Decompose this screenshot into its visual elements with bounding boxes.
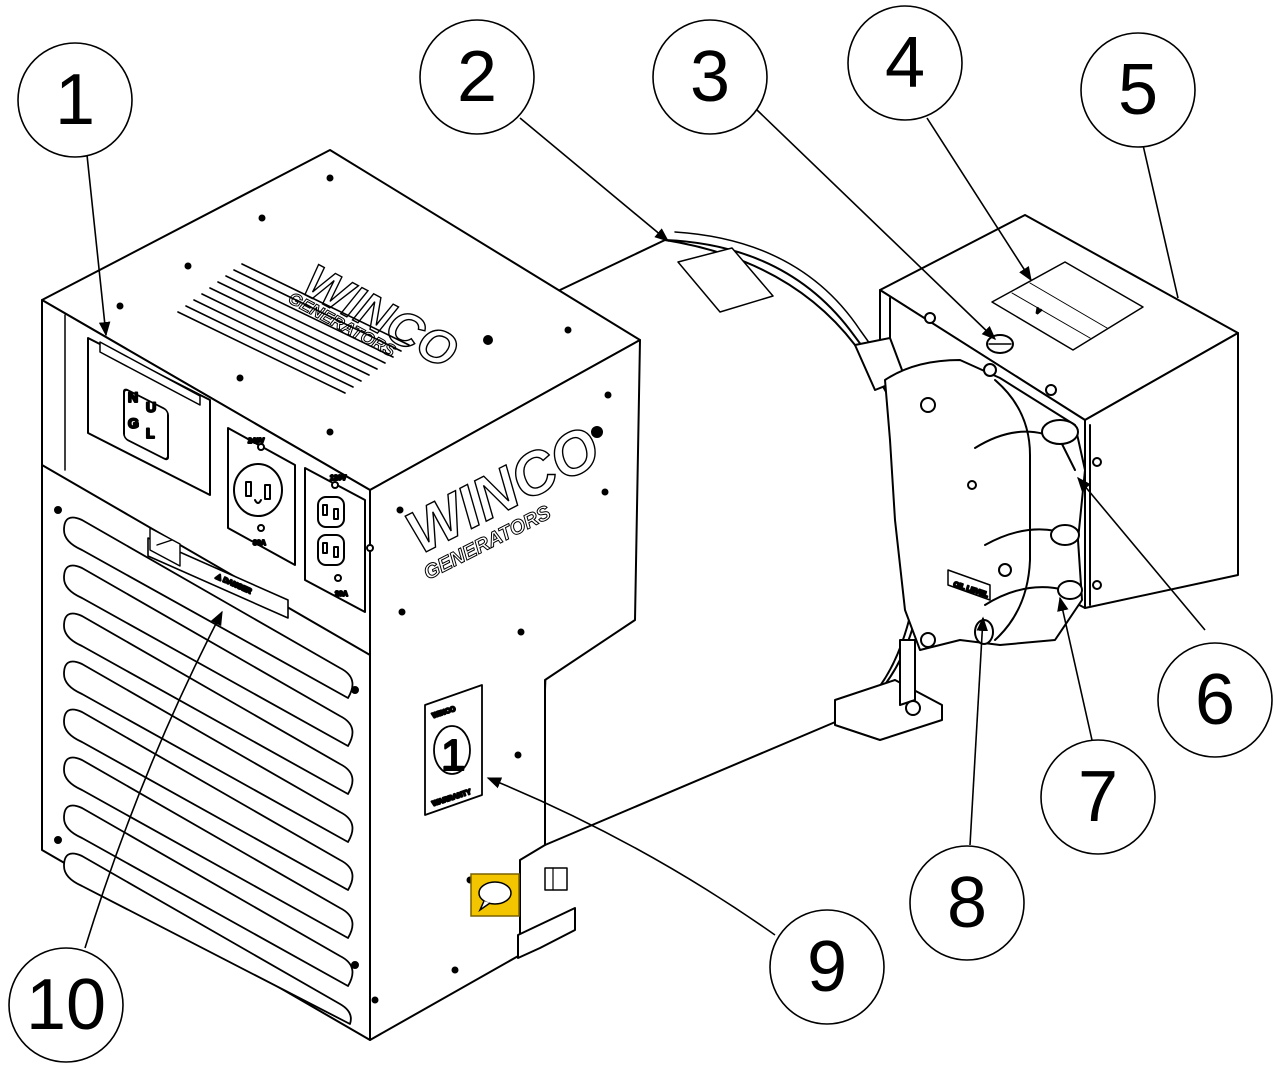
- control-box: N U G L 240V 30A 120V 20A: [41, 149, 641, 1041]
- svg-text:6: 6: [1195, 660, 1235, 740]
- leader-line-10: [84, 610, 223, 949]
- svg-text:4: 4: [885, 23, 925, 103]
- svg-text:8: 8: [947, 863, 987, 943]
- leader-line-2: [519, 117, 670, 242]
- svg-text:30A: 30A: [253, 540, 266, 547]
- callout-3: 3: [652, 19, 768, 135]
- oil-level-label: [947, 569, 991, 601]
- svg-text:N: N: [128, 389, 138, 405]
- end-bell-housing: OIL LEVEL: [884, 359, 1086, 651]
- oil-fill-plug: [974, 619, 994, 645]
- svg-text:7: 7: [1078, 757, 1118, 837]
- danger-decal: [147, 537, 289, 619]
- svg-text:1: 1: [55, 60, 95, 140]
- leader-line-3: [756, 109, 997, 340]
- callout-10: 10: [8, 947, 124, 1063]
- leader-line-8: [969, 616, 989, 846]
- speech-bubble-icon[interactable]: [470, 873, 520, 917]
- voltage-switch: [123, 388, 169, 461]
- svg-text:1: 1: [441, 731, 465, 780]
- exciter-decal: [991, 261, 1144, 351]
- svg-text:L: L: [146, 425, 155, 441]
- svg-text:240V: 240V: [248, 438, 265, 445]
- svg-text:10: 10: [26, 965, 106, 1045]
- leader-line-9: [486, 777, 776, 936]
- leader-line-1: [86, 154, 111, 337]
- svg-text:9: 9: [807, 927, 847, 1007]
- svg-text:120V: 120V: [330, 475, 347, 482]
- svg-text:U: U: [146, 399, 156, 415]
- callout-8: 8: [909, 845, 1025, 961]
- svg-text:2: 2: [457, 37, 497, 117]
- callout-2: 2: [419, 19, 535, 135]
- callout-7: 7: [1040, 739, 1156, 855]
- callout-9: 9: [769, 909, 885, 1025]
- callout-6: 6: [1157, 642, 1273, 758]
- callout-1: 1: [17, 42, 133, 158]
- svg-text:5: 5: [1118, 50, 1158, 130]
- callout-5: 5: [1080, 32, 1196, 148]
- callout-4: 4: [847, 5, 963, 121]
- cylinder-label: [677, 247, 774, 313]
- leader-line-7: [1057, 596, 1093, 741]
- svg-text:20A: 20A: [335, 591, 348, 598]
- top-vent-slots: [177, 263, 410, 394]
- svg-text:V: V: [1034, 308, 1042, 317]
- leader-line-6: [1077, 476, 1206, 631]
- svg-text:G: G: [128, 415, 139, 431]
- leader-line-5: [1142, 144, 1179, 299]
- svg-text:3: 3: [690, 37, 730, 117]
- leader-line-4: [926, 117, 1032, 282]
